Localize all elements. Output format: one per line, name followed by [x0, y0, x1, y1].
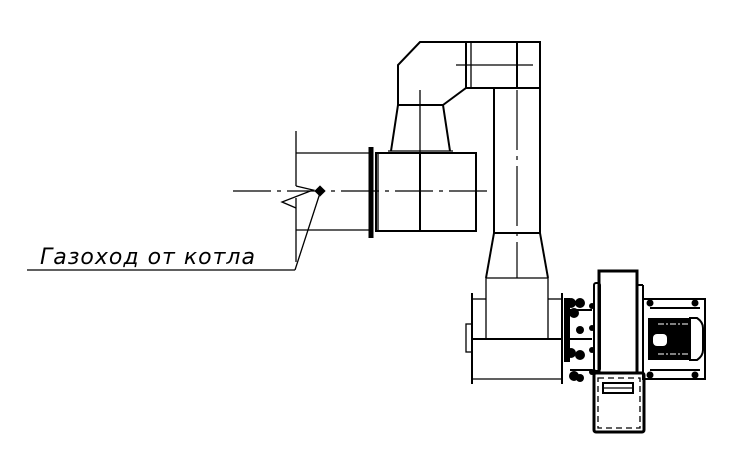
outlet	[592, 371, 646, 434]
elbow	[397, 41, 541, 106]
flange-transition	[368, 147, 477, 238]
inlet-duct	[280, 131, 370, 262]
callout-label: Газоход от котла	[40, 245, 256, 270]
lower-box	[465, 278, 563, 384]
leader-line	[294, 192, 321, 271]
upper-reducer	[388, 90, 453, 153]
riser	[485, 88, 549, 279]
motor	[642, 298, 706, 380]
flange-bolts	[564, 298, 595, 382]
fan	[593, 269, 644, 375]
leader-marker-icon	[314, 185, 326, 197]
